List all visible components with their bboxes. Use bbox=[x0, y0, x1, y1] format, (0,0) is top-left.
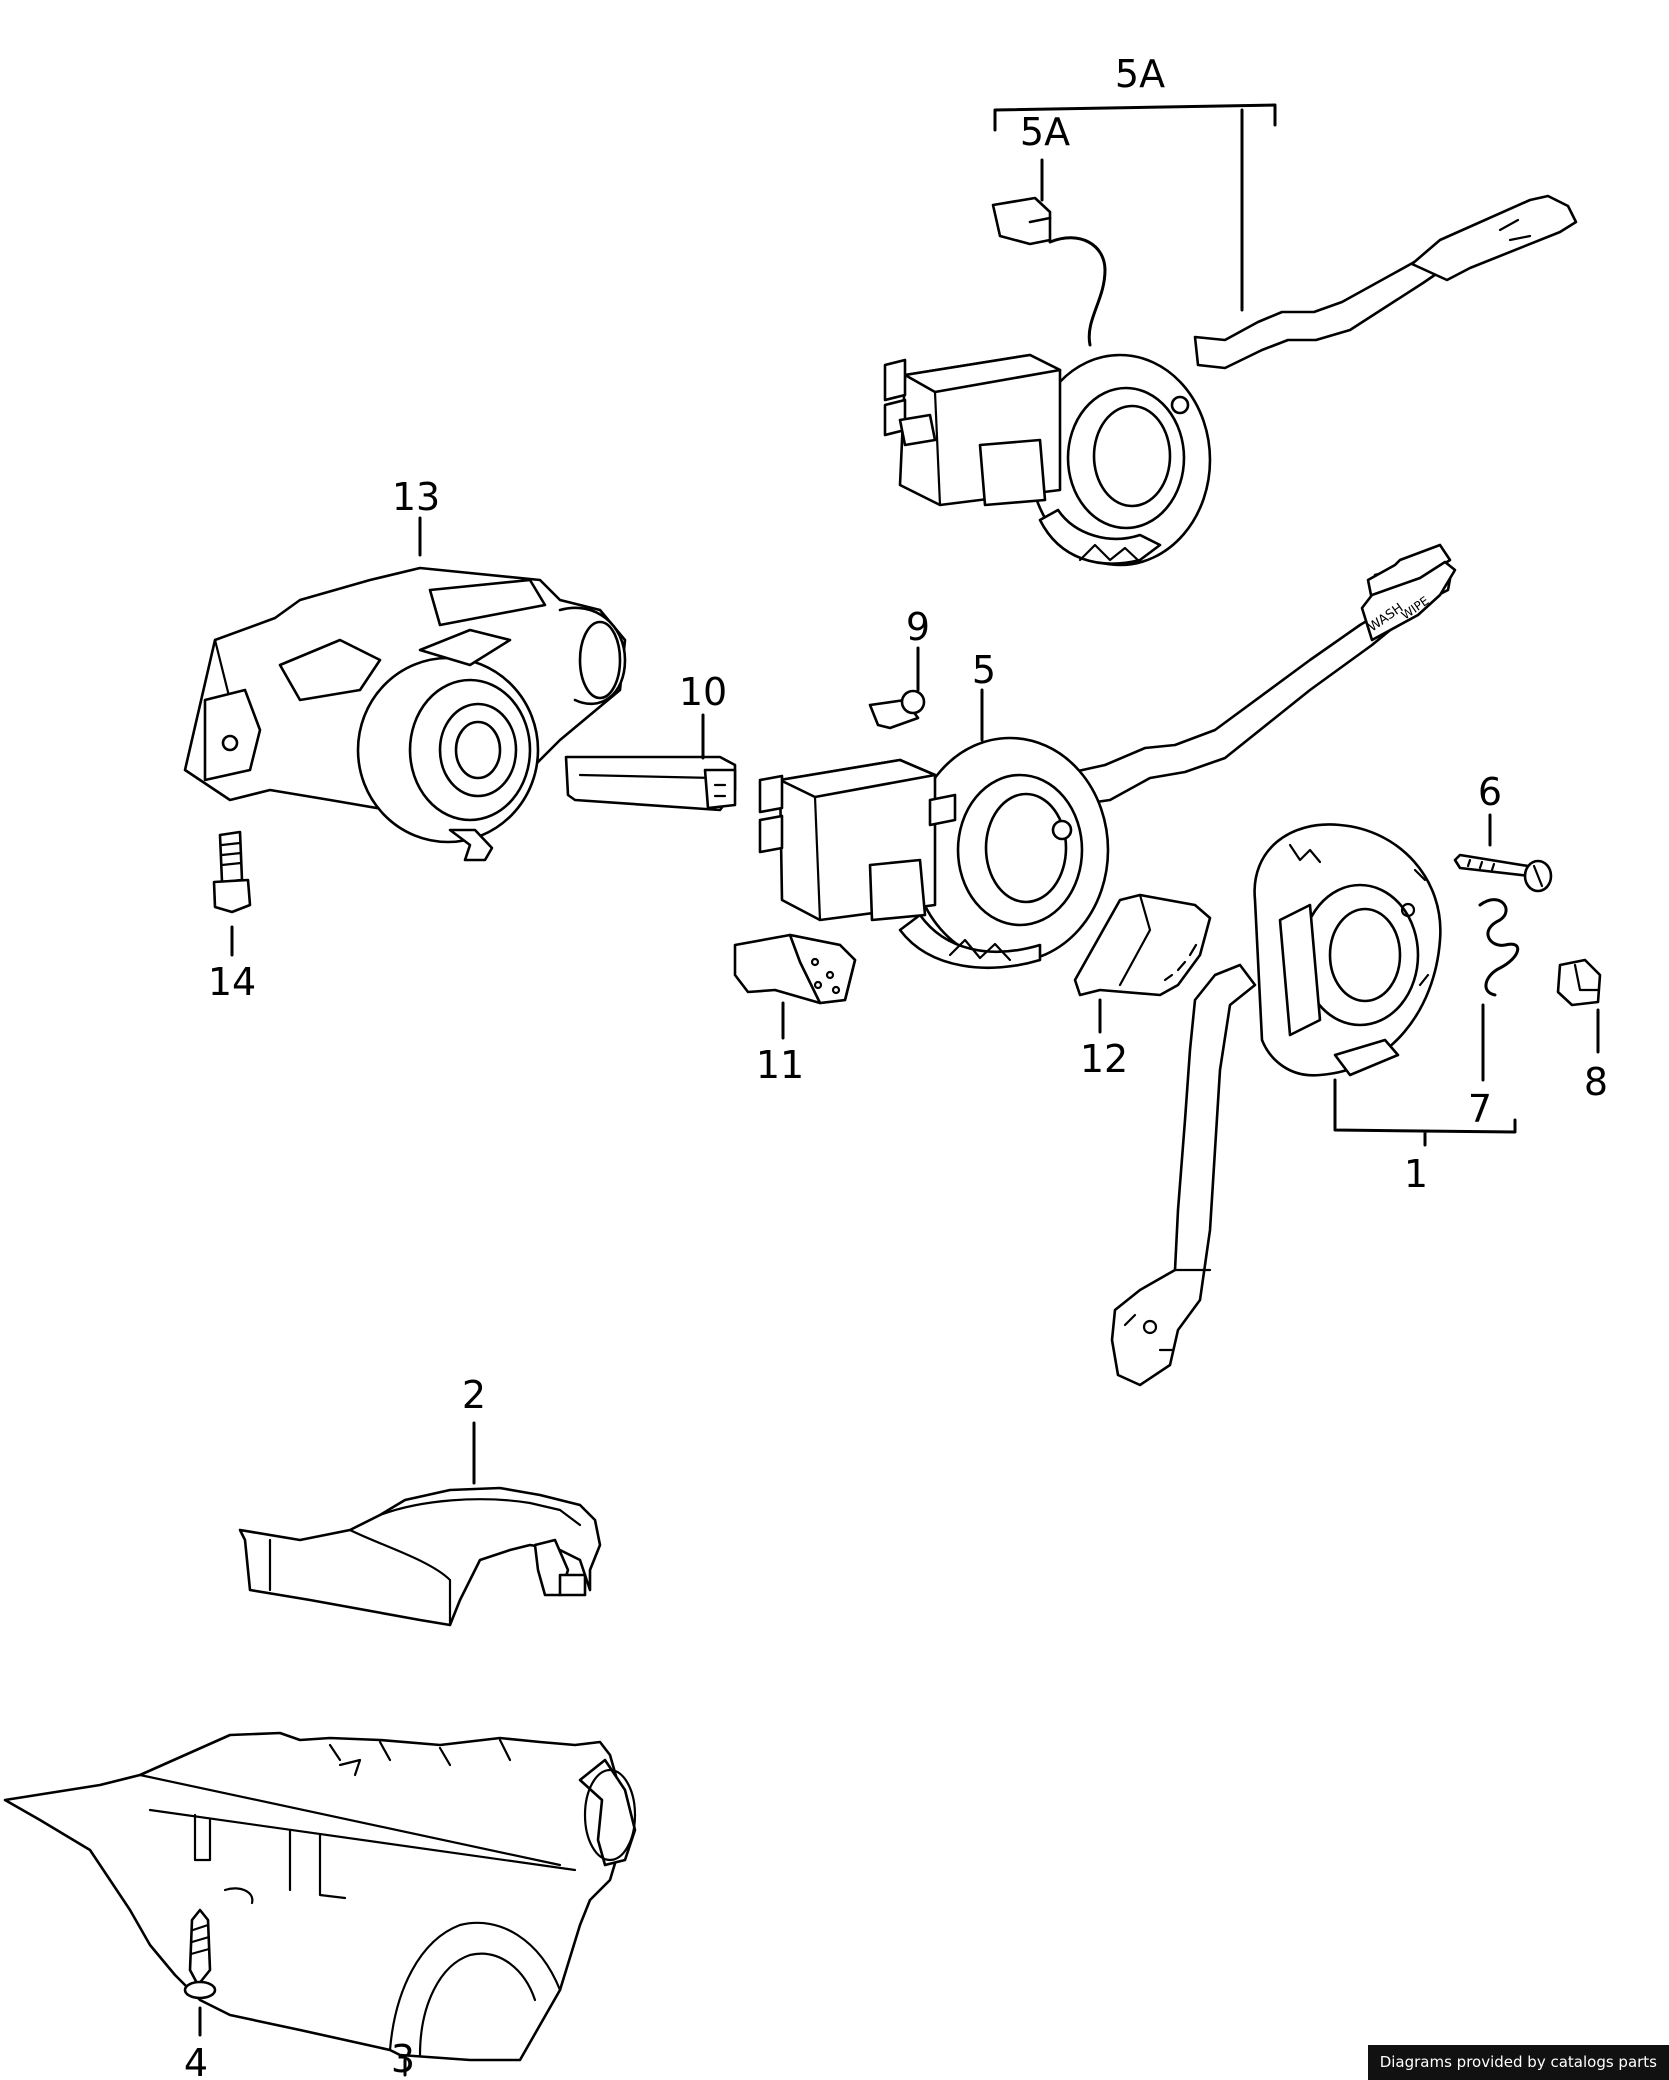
callout-13: 13 bbox=[392, 475, 440, 519]
part-14-bolt bbox=[212, 830, 252, 914]
part-4-screw bbox=[183, 1908, 217, 2000]
part-8-clip bbox=[1556, 958, 1602, 1007]
part-6-screw bbox=[1453, 853, 1553, 893]
part-5a-wiper-switch-assembly bbox=[883, 194, 1578, 567]
callout-4: 4 bbox=[184, 2041, 208, 2080]
callout-11: 11 bbox=[756, 1043, 804, 1087]
part-13-lock-housing bbox=[183, 566, 627, 862]
callout-14: 14 bbox=[208, 960, 256, 1004]
callout-12: 12 bbox=[1080, 1037, 1128, 1081]
part-12-cover bbox=[1073, 893, 1212, 997]
callout-5: 5 bbox=[972, 648, 996, 692]
part-2-upper-column-cover bbox=[238, 1486, 602, 1627]
part-7-spring bbox=[1478, 898, 1519, 997]
callout-6: 6 bbox=[1478, 770, 1502, 814]
callout-9: 9 bbox=[906, 605, 930, 649]
callout-7: 7 bbox=[1468, 1087, 1492, 1131]
part-9-clip bbox=[868, 689, 926, 730]
callout-10: 10 bbox=[679, 670, 727, 714]
part-1-turn-signal-switch bbox=[1110, 823, 1442, 1387]
callout-labels: 5A 5A 13 9 10 5 6 14 11 12 8 7 1 2 3 4 bbox=[184, 52, 1608, 2080]
credit-badge: Diagrams provided by catalogs parts bbox=[1367, 2045, 1669, 2080]
callout-5a: 5A bbox=[1115, 52, 1165, 96]
callout-2: 2 bbox=[462, 1373, 486, 1417]
part-11-switch-block bbox=[733, 933, 857, 1005]
callout-1: 1 bbox=[1404, 1152, 1428, 1196]
part-3-lower-column-cover bbox=[3, 1731, 637, 2062]
callout-5b: 5A bbox=[1020, 110, 1070, 154]
part-10-connector bbox=[564, 755, 737, 812]
leader-lines bbox=[198, 103, 1600, 2077]
part-5-wiper-switch bbox=[758, 543, 1457, 970]
callout-8: 8 bbox=[1584, 1060, 1608, 1104]
callout-3: 3 bbox=[391, 2037, 415, 2080]
